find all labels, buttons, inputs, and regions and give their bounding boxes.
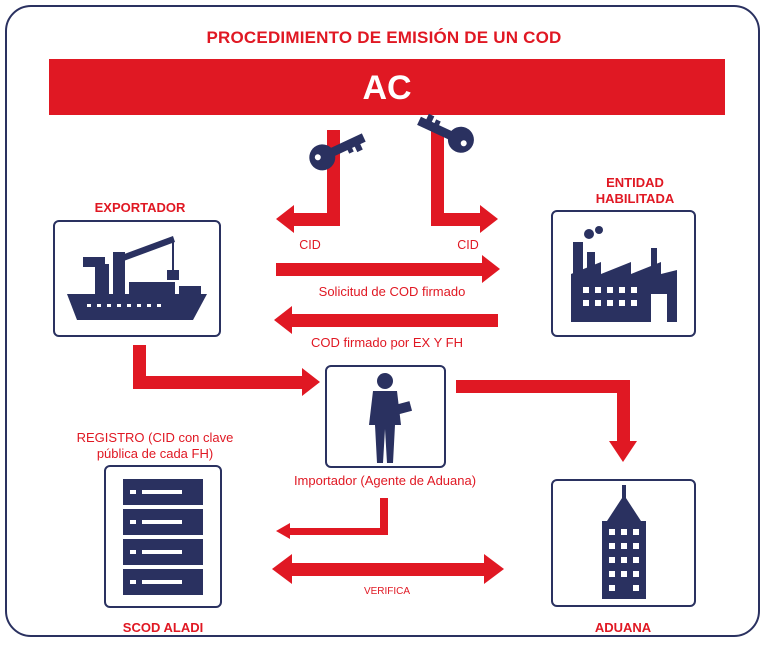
cod-firmado-arrow-shaft: [290, 314, 498, 327]
edge-label-cod-firmado: COD firmado por EX Y FH: [311, 335, 463, 350]
importador-scod-head: [276, 523, 290, 539]
importador-label: Importador (Agente de Aduana): [293, 473, 477, 488]
registro-label: REGISTRO (CID con clave pública de cada …: [55, 430, 255, 462]
importador-scod-stem: [380, 498, 388, 534]
edge-label-solicitud: Solicitud de COD firmado: [318, 284, 466, 299]
scod-box: [104, 465, 222, 608]
building-icon: [602, 485, 646, 599]
edge-label-verifica: VERIFICA: [363, 586, 411, 597]
aduana-label: ADUANA: [594, 620, 652, 635]
ship-icon: [67, 236, 207, 320]
cid-left-arrow-head: [276, 205, 294, 233]
diagram-title: PROCEDIMIENTO DE EMISIÓN DE UN COD: [206, 28, 562, 47]
importador-scod-shaft: [288, 528, 388, 535]
key-icon: [417, 113, 474, 153]
cid-right-arrow-stem: [431, 130, 444, 226]
entidad-label: ENTIDAD HABILITADA: [560, 175, 710, 207]
cid-left-arrow-stem: [327, 130, 340, 226]
solicitud-arrow-head: [482, 255, 500, 283]
edge-label-cid-left: CID: [299, 238, 321, 252]
exportador-importador-head: [302, 368, 320, 396]
server-icon: [123, 479, 203, 595]
scod-label: SCOD ALADI: [122, 620, 204, 635]
entidad-label-line2: HABILITADA: [595, 191, 675, 206]
registro-label-line1: REGISTRO (CID con clave: [76, 430, 234, 445]
exportador-label: EXPORTADOR: [94, 200, 186, 215]
ac-bar: AC: [49, 59, 725, 115]
diagram-frame: [5, 5, 760, 637]
importador-aduana-shaft: [456, 380, 630, 393]
entidad-label-line1: ENTIDAD: [606, 175, 664, 190]
factory-icon: [571, 226, 677, 322]
importador-aduana-stem: [617, 380, 630, 444]
importador-box: [325, 365, 446, 468]
verifica-arrow-head-left: [272, 554, 292, 584]
exportador-importador-shaft: [133, 376, 305, 389]
registro-label-line2: pública de cada FH): [96, 446, 214, 461]
solicitud-arrow-shaft: [276, 263, 484, 276]
entidad-box: [551, 210, 696, 337]
exportador-box: [53, 220, 221, 337]
verifica-arrow-shaft: [290, 563, 486, 576]
verifica-arrow-head-right: [484, 554, 504, 584]
cid-left-arrow-shaft: [290, 213, 340, 226]
edge-label-cid-right: CID: [457, 238, 479, 252]
cid-right-arrow-head: [480, 205, 498, 233]
cod-firmado-arrow-head: [274, 306, 292, 334]
key-icon: [309, 133, 366, 171]
importador-aduana-head: [609, 441, 637, 462]
person-icon: [369, 373, 413, 463]
cid-right-arrow-shaft: [431, 213, 483, 226]
aduana-box: [551, 479, 696, 607]
